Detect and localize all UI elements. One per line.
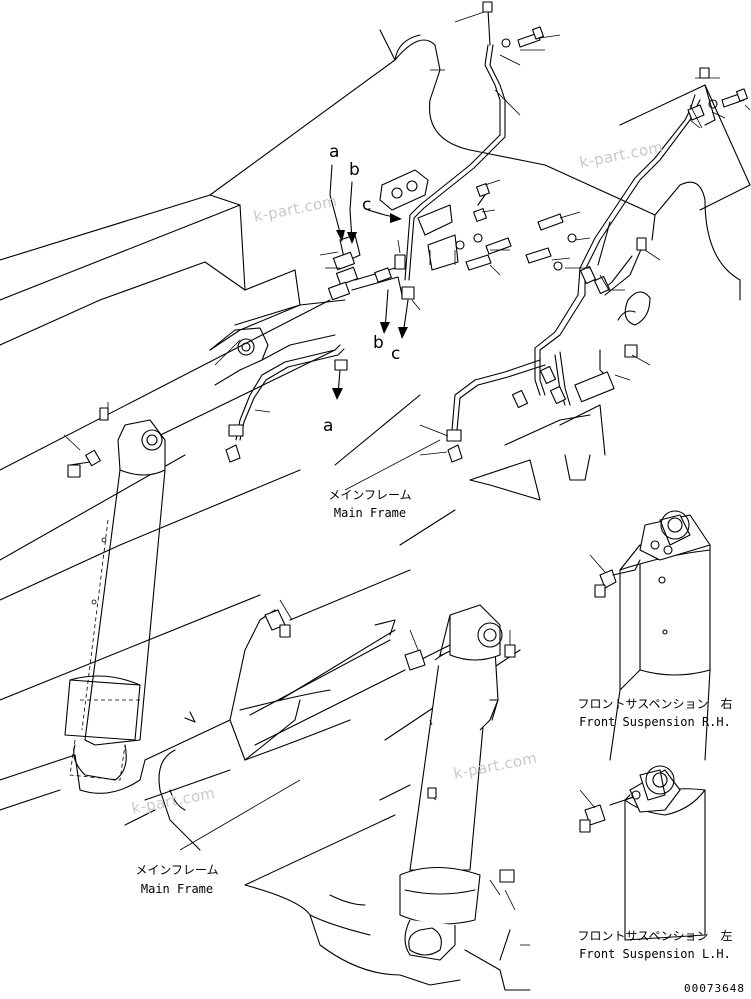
callout-b-bottom: b [373,333,384,353]
bolt-mid-3 [455,233,512,271]
mounting-plate [379,169,459,271]
left-suspension-cylinder [63,402,166,781]
upper-main-frame [0,29,751,561]
main-frame-leader-lower [179,779,301,851]
callout-b-top: b [349,160,360,180]
bolt-mid-1 [537,213,577,243]
callout-a-bottom: a [323,416,334,436]
front-suspension-lh [579,765,706,941]
front-suspension-rh-label-en: Front Suspension R.H. [579,715,731,729]
center-suspension-cylinder [264,599,516,961]
front-suspension-lh-label-jp: フロントサスペンション 左 [577,929,733,943]
drawing-code: 00073648 [684,982,745,995]
main-frame-label-lower-jp: メインフレーム [135,863,219,877]
front-suspension-rh [589,510,711,761]
bolt-top-2 [708,88,749,109]
callout-c-top: c [362,195,372,215]
callout-arrows [329,164,409,400]
main-frame-leader-upper [344,439,441,491]
callout-a-top: a [329,142,340,162]
bolt-mid-2 [525,247,563,271]
main-frame-label-upper-en: Main Frame [333,506,407,520]
leader-lines-upper [214,11,751,456]
upper-hydraulic-pipes [225,1,710,463]
front-suspension-lh-label-en: Front Suspension L.H. [579,947,731,961]
bolt-top-1 [501,26,545,48]
lower-main-frame [0,469,531,991]
main-frame-label-lower-en: Main Frame [140,882,214,896]
callout-c-bottom: c [391,344,401,364]
main-frame-label-upper-jp: メインフレーム [328,488,412,502]
front-suspension-rh-label-jp: フロントサスペンション 右 [577,697,733,711]
